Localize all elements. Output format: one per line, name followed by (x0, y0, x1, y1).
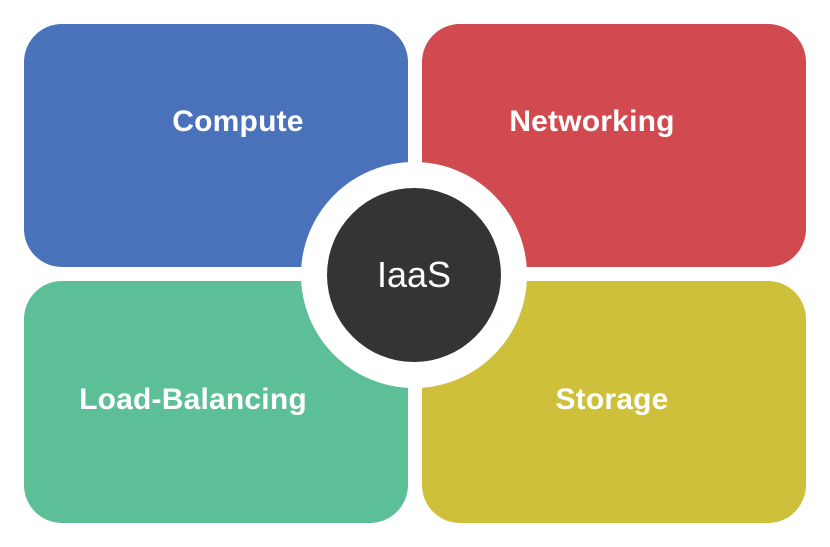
storage-label: Storage (555, 383, 669, 416)
compute-tile: Compute (24, 24, 408, 267)
networking-label: Networking (509, 104, 675, 138)
compute-label: Compute (172, 104, 304, 138)
center-hub: IaaS (327, 188, 501, 362)
load-balancing-tile: Load-Balancing (24, 281, 408, 523)
center-hub-label: IaaS (376, 254, 452, 295)
load-balancing-label: Load-Balancing (79, 383, 307, 416)
